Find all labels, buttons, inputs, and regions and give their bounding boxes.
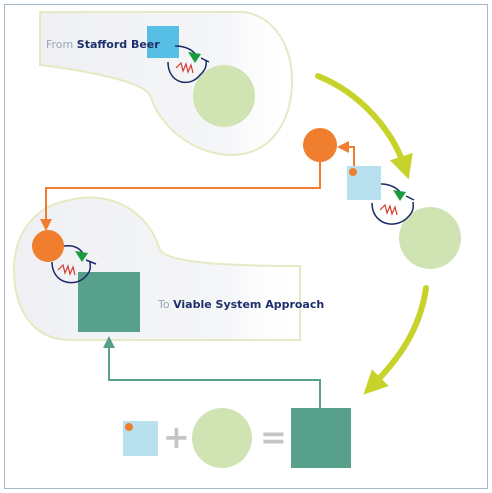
equals-sign: = <box>260 418 287 456</box>
from-label: From Stafford Beer <box>46 38 160 51</box>
flow-arrow-top <box>315 73 413 180</box>
top-spring <box>175 61 194 74</box>
teal-connector <box>103 336 321 408</box>
left-orange-circle <box>32 230 64 262</box>
right-orange-circle <box>303 128 337 162</box>
plus-sign: + <box>163 418 190 456</box>
right-green-arrowhead <box>393 190 406 201</box>
to-name: Viable System Approach <box>173 298 325 311</box>
bottom-panel <box>12 196 301 341</box>
orange-connector-main <box>40 162 321 231</box>
left-feedback-loop <box>51 261 92 284</box>
right-feedback-loop <box>371 201 415 225</box>
equation-result-square <box>291 408 351 468</box>
from-prefix: From <box>46 38 74 51</box>
top-green-arrowhead <box>188 52 201 63</box>
left-green-arrowhead <box>75 251 88 262</box>
top-environment-circle <box>193 65 255 127</box>
right-spring <box>379 203 398 216</box>
flow-arrow-bottom <box>363 285 429 395</box>
equation-environment-circle <box>192 408 252 468</box>
equation-indicator-dot <box>125 423 133 431</box>
to-label: To Viable System Approach <box>158 298 324 311</box>
left-teal-square <box>78 272 140 332</box>
top-feedback-loop <box>167 59 207 84</box>
left-spring <box>57 263 76 276</box>
from-name: Stafford Beer <box>76 38 160 51</box>
to-prefix: To <box>158 298 170 311</box>
top-system-square <box>147 26 179 58</box>
right-environment-circle <box>399 207 461 269</box>
right-indicator-dot <box>349 168 357 176</box>
